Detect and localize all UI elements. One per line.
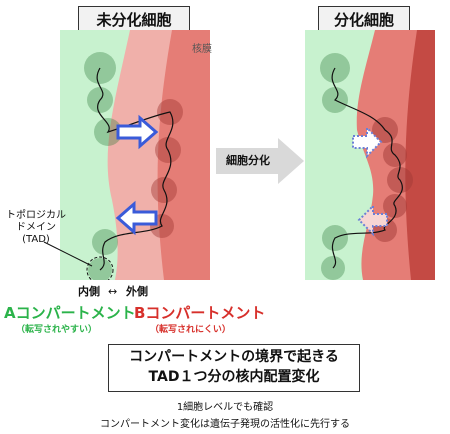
differentiation-arrow <box>216 138 304 184</box>
undifferentiated-cell-diagram <box>60 30 210 280</box>
b-compartment-subtitle: （転写されにくい） <box>150 325 231 335</box>
tad-highlight-circle <box>86 256 114 280</box>
nuclear-membrane-label: 核膜 <box>192 44 212 55</box>
b-compartment-title: Bコンパートメント <box>134 304 266 322</box>
summary-box: コンパートメントの境界で起きる TAD１つ分の核内配置変化 <box>108 344 360 392</box>
summary-line-1: コンパートメントの境界で起きる <box>129 349 339 365</box>
outward-arrow <box>116 114 159 150</box>
differentiated-cell-diagram <box>305 30 435 280</box>
summary-line-2: TAD１つ分の核内配置変化 <box>148 369 320 385</box>
note-line-1: 1細胞レベルでも確認 <box>176 402 274 413</box>
faded-outward-arrow <box>352 125 383 159</box>
tad-label: トポロジカル ドメイン (TAD) <box>6 210 66 245</box>
inward-arrow <box>115 200 158 236</box>
note-line-2: コンパートメント変化は遺伝子発現の活性化に先行する <box>100 419 350 430</box>
a-compartment-subtitle: （転写されやすい） <box>16 325 98 335</box>
outside-label: 外側 <box>126 285 148 298</box>
nuclear-membrane-band <box>405 30 435 280</box>
direction-arrow: ↔ <box>108 285 118 298</box>
faded-inward-arrow <box>357 203 388 237</box>
differentiation-label: 細胞分化 <box>226 154 270 167</box>
a-compartment-title: Aコンパートメント <box>4 304 136 322</box>
left-panel-title: 未分化細胞 <box>78 6 190 34</box>
chromatin-fibre <box>331 67 403 269</box>
inside-label: 内側 <box>78 285 100 298</box>
chromatin-fibre <box>96 67 174 271</box>
tad-pointer-line <box>43 241 93 267</box>
nuclear-membrane-band <box>157 30 210 280</box>
